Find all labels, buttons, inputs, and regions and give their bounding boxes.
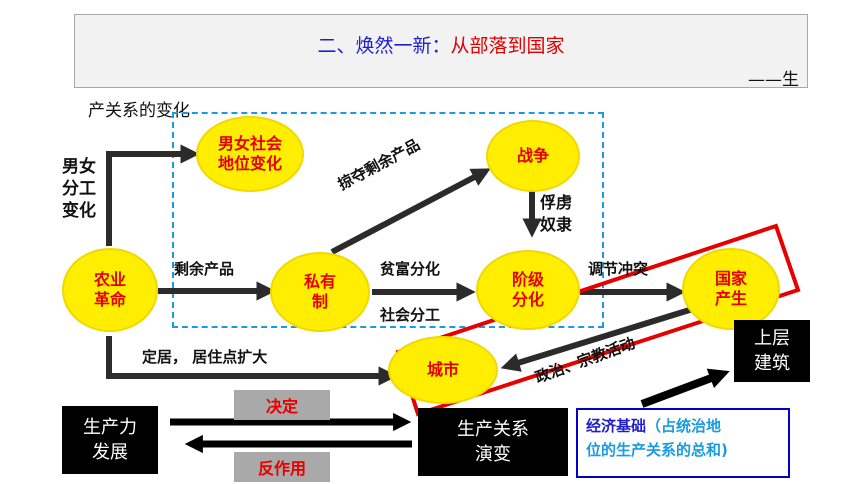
label-react: 反作用 <box>234 452 330 482</box>
title-main: 从部落到国家 <box>450 35 565 57</box>
econ-part1: 经济基础 <box>586 417 647 435</box>
node-city: 城市 <box>388 336 498 404</box>
label-decide: 决定 <box>234 390 330 420</box>
node-gender-status: 男女社会 地位变化 <box>196 116 304 192</box>
label-labor-division: 男女 分工 变化 <box>62 157 96 222</box>
block-productivity: 生产力 发展 <box>62 406 158 474</box>
econ-part2: （占统治地 <box>646 417 722 435</box>
title-prefix: 二、焕然一新： <box>317 35 451 57</box>
label-surplus: 剩余产品 <box>174 260 235 278</box>
economic-base-box: 经济基础（占统治地 位的生产关系的总和) <box>576 408 790 478</box>
label-rich-poor: 贫富分化 <box>380 260 441 278</box>
label-mediate: 调节冲突 <box>588 260 649 278</box>
block-production-relations: 生产关系 演变 <box>418 408 568 476</box>
arrow-private-war <box>330 168 491 255</box>
arrow-econ-superstructure <box>640 368 730 408</box>
label-slaves: 俘虏 奴隶 <box>540 193 573 234</box>
block-superstructure: 上层 建筑 <box>734 320 810 382</box>
label-social-division: 社会分工 <box>380 306 441 324</box>
node-state-formation: 国家 产生 <box>682 248 780 330</box>
node-war: 战争 <box>486 120 580 192</box>
subtitle-line2: 产关系的变化 <box>88 101 190 121</box>
node-class-division: 阶级 分化 <box>476 250 580 330</box>
page-title: 二、焕然一新：从部落到国家 <box>75 31 807 58</box>
title-box: 二、焕然一新：从部落到国家 ——生 <box>74 14 808 90</box>
label-settle: 定居， 居住点扩大 <box>142 348 268 366</box>
dashed-group-box <box>172 112 604 328</box>
econ-part3: 位的生产关系的总和) <box>586 441 728 459</box>
node-private-ownership: 私有 制 <box>270 252 370 332</box>
node-agri-revolution: 农业 革命 <box>62 248 158 332</box>
arrow-agri-city <box>106 336 398 386</box>
subtitle-dash: ——生 <box>748 70 799 90</box>
arrow-state-city <box>500 305 697 372</box>
arrow-agri-gender <box>106 144 200 246</box>
